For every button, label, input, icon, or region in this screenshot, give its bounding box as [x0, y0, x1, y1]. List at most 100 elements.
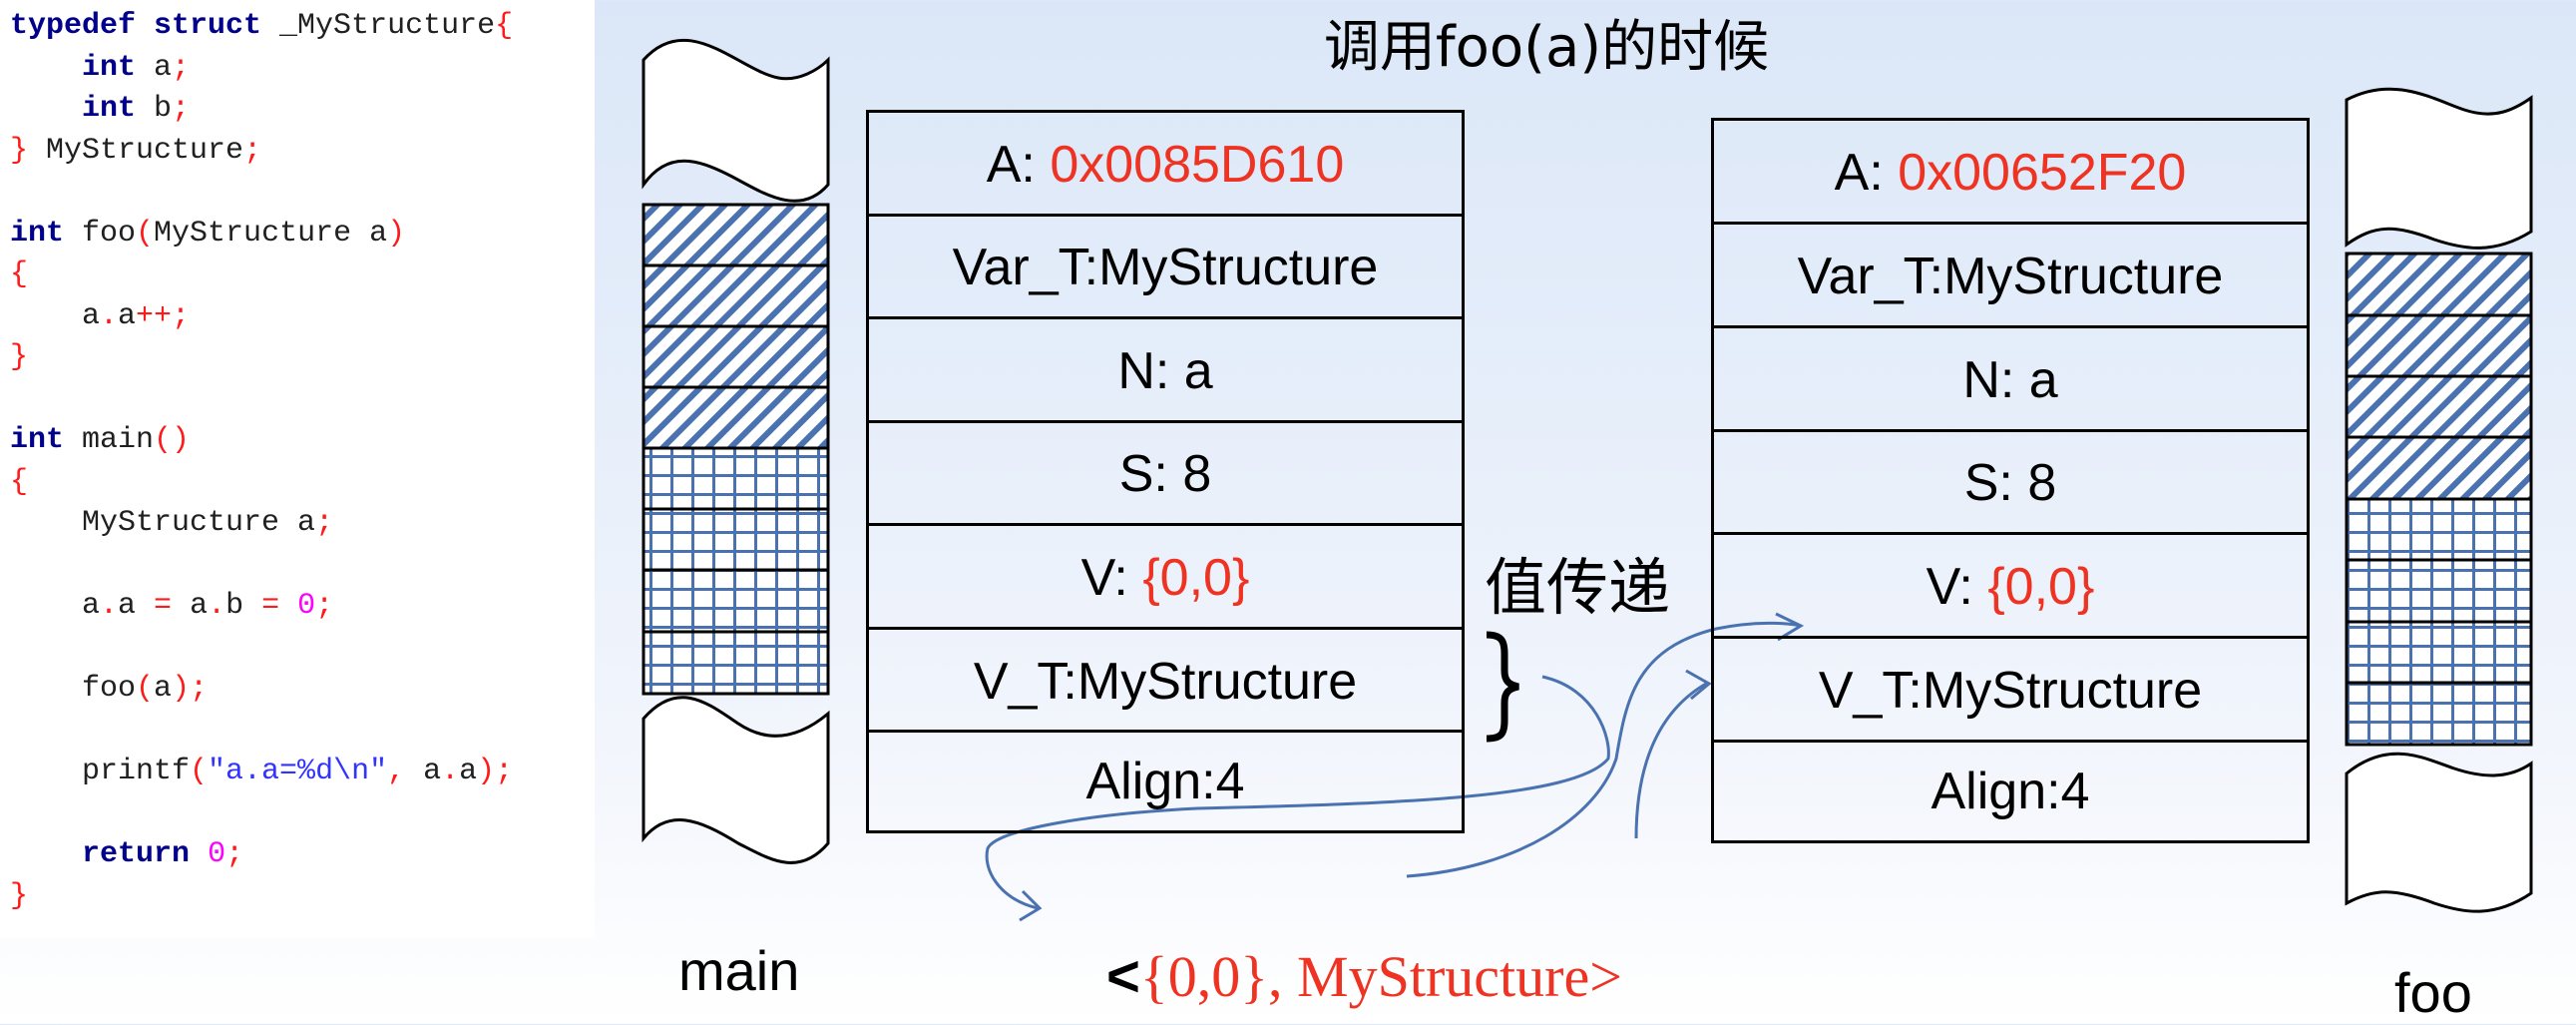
code-token: (	[190, 755, 209, 788]
code-token: int	[82, 50, 137, 85]
value-passing-label: 值传递	[1485, 551, 1671, 624]
frame-row: Var_T:MyStructure	[1711, 221, 2310, 328]
frame-row-key: V:	[1926, 558, 1988, 617]
slide-title: 调用foo(a)的时候	[1323, 15, 1770, 80]
code-token: typedef struct	[10, 9, 262, 43]
value-tuple: <{0,0}, MyStructure>	[1077, 876, 1622, 1010]
code-token: );	[477, 755, 514, 788]
code-token: {	[10, 257, 29, 291]
code-line: } MyStructure;	[10, 133, 261, 169]
code-token: int	[10, 423, 65, 457]
code-token: (	[136, 672, 155, 706]
arrow-to-foo-type-head	[1685, 669, 1712, 701]
code-token: }	[10, 878, 29, 913]
foo-stack-top-wave	[2345, 87, 2533, 250]
code-token: MyStructure	[28, 133, 244, 168]
code-token: a	[172, 589, 209, 623]
frame-row: Align:4	[866, 730, 1465, 833]
code-line: int foo(MyStructure a)	[10, 216, 405, 252]
code-line: int a;	[10, 50, 190, 86]
frame-row-key: Var_T:MyStructure	[952, 239, 1379, 297]
code-token: foo	[64, 216, 137, 251]
code-token: ;	[225, 837, 244, 871]
code-line: MyStructure a;	[10, 505, 333, 541]
main-stack-bottom-wave	[642, 696, 830, 864]
main-stack	[642, 38, 830, 864]
frame-row: S: 8	[866, 419, 1465, 527]
tuple-open-bracket: <	[1106, 944, 1140, 1009]
code-line: int b;	[10, 91, 190, 127]
frame-row: V: {0,0}	[1711, 532, 2310, 640]
code-token: a	[10, 589, 101, 623]
frame-row-value: {0,0}	[1987, 558, 2095, 617]
frame-row-key: Var_T:MyStructure	[1797, 247, 2224, 305]
arrow-to-tuple-head	[1019, 889, 1043, 922]
code-line: printf("a.a=%d\n", a.a);	[10, 754, 513, 789]
code-line: a.a++;	[10, 298, 190, 334]
frame-row: S: 8	[1711, 428, 2310, 536]
code-line: return 0;	[10, 836, 243, 872]
frame-row-key: Align:4	[1931, 763, 2090, 821]
frame-row-key: S: 8	[1118, 445, 1212, 504]
code-line: int main()	[10, 422, 190, 458]
code-line: typedef struct _MyStructure{	[10, 8, 513, 44]
code-token: {	[10, 464, 29, 499]
code-token: main	[64, 423, 155, 457]
code-token: )	[387, 216, 406, 251]
frame-row-key: V_T:MyStructure	[973, 652, 1358, 711]
frame-row: N: a	[866, 316, 1465, 423]
code-token: 0	[297, 589, 316, 623]
frame-row: V: {0,0}	[866, 523, 1465, 630]
code-token: .	[208, 589, 226, 623]
code-token: }	[10, 133, 29, 168]
code-token: ++;	[136, 298, 191, 333]
code-token: "a.a=%d\n"	[208, 755, 388, 788]
frame-row-value: 0x0085D610	[1050, 135, 1345, 194]
brace-icon	[1486, 631, 1519, 743]
foo-stack-bottom-wave	[2345, 752, 2533, 913]
frame-row: A: 0x0085D610	[866, 110, 1465, 217]
code-token: );	[172, 672, 209, 706]
code-token: a	[154, 672, 173, 706]
frame-row: Var_T:MyStructure	[866, 213, 1465, 320]
frame-row-key: V:	[1080, 549, 1143, 608]
code-token: .	[100, 589, 119, 623]
code-token: ;	[172, 92, 191, 126]
code-token: {	[495, 9, 514, 43]
arrow-to-tuple	[985, 675, 1610, 910]
code-line: {	[10, 256, 28, 292]
code-token: .	[441, 755, 460, 788]
code-token: foo	[10, 672, 137, 706]
code-token: ;	[172, 50, 191, 85]
code-line: a.a = a.b = 0;	[10, 588, 333, 624]
arrow-to-foo-type	[1634, 682, 1707, 839]
main-stack-label: main	[678, 939, 800, 1002]
code-token: a	[136, 50, 173, 85]
frame-row-key: N: a	[1962, 350, 2058, 409]
code-token: 0	[208, 837, 226, 871]
value-copy-arrows	[985, 612, 1805, 922]
code-line: }	[10, 339, 28, 375]
code-token: a	[118, 589, 155, 623]
code-token: return	[82, 837, 191, 871]
code-token: MyStructure a	[154, 216, 388, 251]
code-token: ,	[387, 755, 406, 788]
code-line: }	[10, 878, 28, 914]
frame-row-key: V_T:MyStructure	[1818, 662, 2203, 721]
code-token: b	[136, 92, 173, 126]
code-token: ;	[315, 506, 334, 540]
code-token: MyStructure a	[10, 506, 316, 540]
frame-row: V_T:MyStructure	[866, 626, 1465, 734]
code-token: int	[82, 92, 137, 126]
code-token: int	[10, 216, 65, 251]
code-token: printf	[10, 755, 191, 788]
code-token: ;	[315, 589, 334, 623]
code-line: foo(a);	[10, 671, 208, 707]
frame-row-key: A:	[986, 135, 1051, 194]
code-token: =	[261, 589, 280, 623]
arrow-to-foo-value-head	[1775, 612, 1805, 642]
code-token: =	[154, 589, 173, 623]
